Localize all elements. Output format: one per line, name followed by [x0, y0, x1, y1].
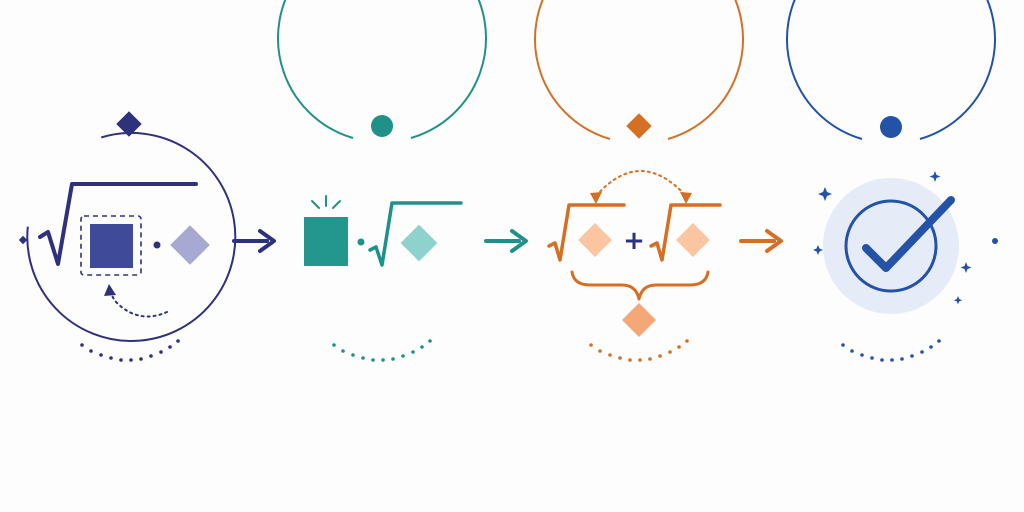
step-1-diamond-factor [170, 225, 210, 265]
step-4-top-marker-circle-icon [880, 116, 902, 138]
step-3-swap-arrow-head-right [680, 192, 692, 204]
step-4-ring [786, 0, 996, 140]
step-4-check-icon [862, 196, 955, 272]
step-4-right-marker-dot [992, 238, 998, 244]
step-1-selection-box [80, 215, 142, 276]
step-3-diamond-right [676, 223, 710, 257]
connector-2-arrow-right-icon [484, 229, 528, 253]
step-3-top-marker-diamond-icon [626, 113, 652, 139]
step-1-dotted-arc [80, 339, 180, 362]
step-3-underbrace [570, 270, 710, 301]
step-2-multiply-dot [357, 238, 365, 246]
step-3-diamond-left [578, 223, 612, 257]
step-2-simplify [277, 0, 487, 362]
step-3-dotted-swap-arc [595, 170, 687, 197]
step-1-left-marker-diamond-icon [18, 235, 28, 245]
step-2-top-marker-circle-icon [371, 115, 393, 137]
step-4-sparkle-icons [813, 171, 972, 305]
step-1-radical-sign [38, 182, 198, 266]
step-4-verify [786, 0, 998, 362]
step-3-radical-sign-right [649, 203, 722, 262]
step-3-radical-sign-left [547, 203, 626, 262]
step-1-multiply-dot [153, 241, 161, 249]
step-2-spark-lines [311, 195, 341, 209]
step-2-square-root-result [304, 217, 348, 266]
step-3-swap-arrow-head-left [590, 192, 602, 204]
connector-3-arrow-right-icon [739, 229, 783, 253]
step-1-ring [26, 131, 237, 342]
step-1-square-factor [90, 224, 133, 268]
step-2-dotted-arc [332, 339, 432, 362]
step-3-combine: + [534, 0, 744, 362]
step-4-dotted-arc [841, 339, 941, 362]
step-4-check-ring [844, 199, 938, 293]
step-4-halo [823, 178, 959, 314]
step-2-diamond-radicand [400, 224, 438, 262]
step-3-combined-diamond [622, 303, 656, 337]
step-2-radical-sign [368, 201, 463, 267]
step-1-factor [18, 111, 237, 362]
connector-1-arrow-right-icon [232, 229, 276, 253]
step-2-ring [277, 0, 487, 139]
step-3-ring [534, 0, 744, 140]
step-3-dotted-arc [589, 339, 689, 362]
step-1-curved-arrow-head [104, 284, 116, 296]
step-1-curved-arrow [109, 289, 168, 318]
step-3-plus-sign: + [623, 226, 645, 256]
